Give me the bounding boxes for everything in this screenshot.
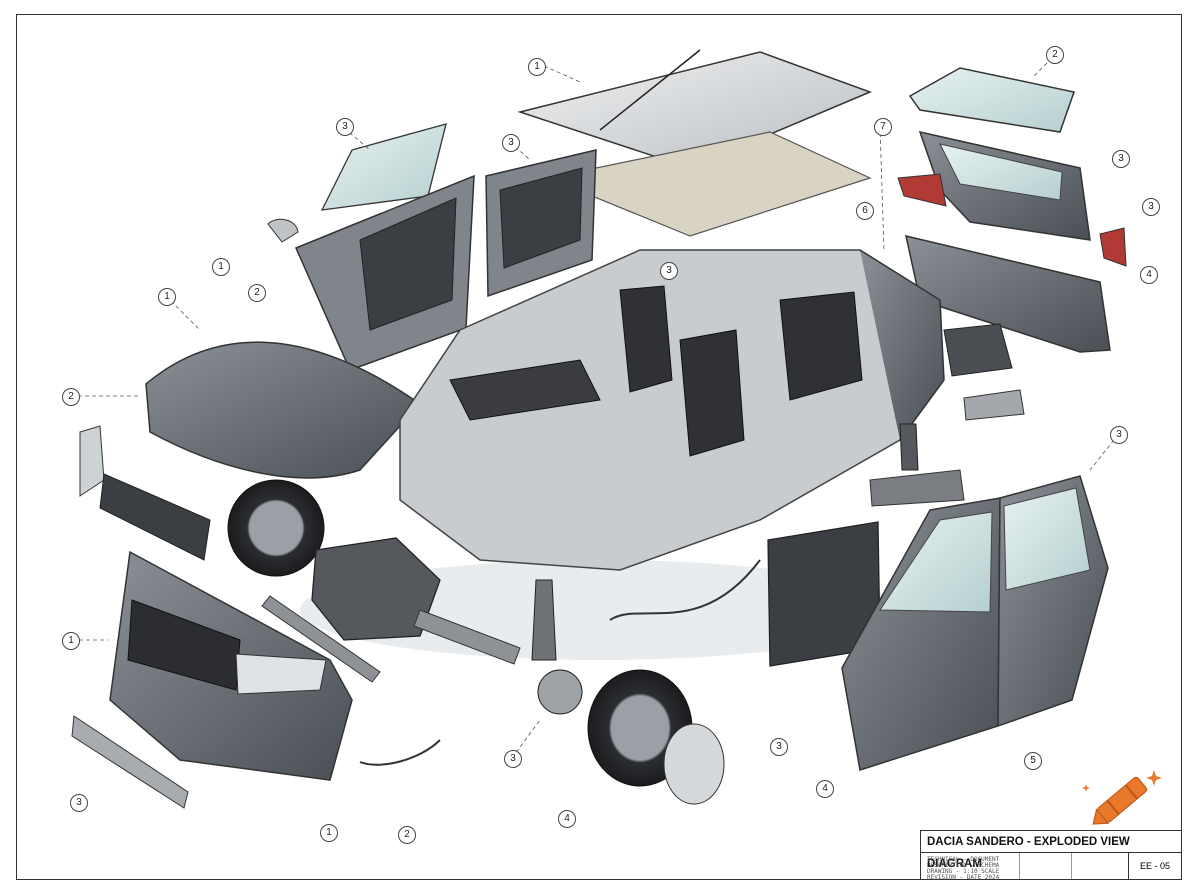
callout-front-door: 4	[816, 780, 834, 798]
callout-tail-light: 3	[1142, 198, 1160, 216]
fuel-tank	[943, 323, 1013, 377]
engine	[311, 537, 441, 641]
callout-rear-door-inner: 3	[502, 134, 520, 152]
front-door-window	[879, 511, 993, 613]
crayon-icon	[1082, 770, 1162, 825]
rear-door-trim	[499, 167, 583, 269]
title-block: DACIA SANDERO - EXPLODED VIEW DIAGRAM TE…	[920, 830, 1182, 881]
bumper-grille	[127, 599, 241, 691]
rear-shock	[899, 423, 919, 471]
hood	[145, 341, 422, 479]
alloy-rim	[663, 723, 725, 805]
callout-hood-edge: 2	[62, 388, 80, 406]
headlamp	[79, 425, 105, 497]
roof-antenna	[599, 49, 701, 131]
wiring-harness	[609, 559, 761, 621]
front-seat-right	[679, 329, 745, 457]
diagram-title: DACIA SANDERO - EXPLODED VIEW DIAGRAM	[921, 831, 1181, 870]
front-seat-left	[619, 285, 673, 393]
brake-cable	[359, 739, 441, 766]
front-subframe	[261, 595, 381, 683]
door-glass-front	[320, 123, 447, 211]
front-door-trim	[359, 197, 457, 331]
callout-wheel: 4	[558, 810, 576, 828]
tail-light-right	[1099, 227, 1127, 267]
callout-hood: 1	[158, 288, 176, 306]
title-block-divider	[1071, 853, 1072, 879]
callout-tailgate: 3	[1112, 150, 1130, 168]
title-block-row-2: DESCRIPTION - SCHEMA	[927, 862, 1000, 869]
rear-door-window	[1003, 487, 1091, 591]
callout-brake-cable: 2	[398, 826, 416, 844]
title-block-row-3: DRAWING - 1:10 SCALE	[927, 868, 1000, 875]
tail-light-left	[897, 173, 947, 207]
callout-front-door-inner: 2	[248, 284, 266, 302]
callout-rear-bumper: 4	[1140, 266, 1158, 284]
tailgate-glass	[939, 143, 1063, 201]
brake-disc	[537, 669, 583, 715]
rear-axle	[869, 469, 965, 507]
callout-c-pillar: 6	[856, 202, 874, 220]
title-block-divider	[1019, 853, 1020, 879]
title-block-row-4: REVISION - DATE 2024	[927, 874, 1000, 881]
callout-b-pillar: 3	[660, 262, 678, 280]
rear-seat	[779, 291, 863, 401]
callout-roof-rail: 7	[874, 118, 892, 136]
callout-suspension: 3	[504, 750, 522, 768]
lower-spoiler	[71, 715, 189, 809]
callout-inner-door: 3	[770, 738, 788, 756]
upper-grille	[99, 473, 211, 561]
rear-quarter-panel	[859, 249, 945, 441]
headliner	[545, 131, 872, 237]
sheet-code: EE - 05	[1128, 853, 1181, 879]
callout-spoiler: 3	[70, 794, 88, 812]
steering-rack	[413, 609, 521, 665]
dashboard	[449, 359, 601, 421]
callout-side-door: 5	[1024, 752, 1042, 770]
callout-roof: 1	[528, 58, 546, 76]
front-strut	[531, 579, 557, 661]
rear-window-glass	[908, 67, 1075, 133]
side-mirror	[267, 218, 299, 243]
callout-mirror: 1	[212, 258, 230, 276]
roof-panel	[517, 51, 873, 169]
callout-rear-door: 3	[1110, 426, 1128, 444]
title-block-row-1: TECHNICAL - DOCUMENT	[927, 856, 1000, 863]
bumper-headlamp	[235, 653, 327, 695]
callout-door-glass: 3	[336, 118, 354, 136]
front-wheel	[227, 479, 325, 577]
callout-front-bumper: 1	[62, 632, 80, 650]
callout-bumper-bottom: 1	[320, 824, 338, 842]
callout-rear-glass: 2	[1046, 46, 1064, 64]
muffler	[963, 389, 1025, 421]
